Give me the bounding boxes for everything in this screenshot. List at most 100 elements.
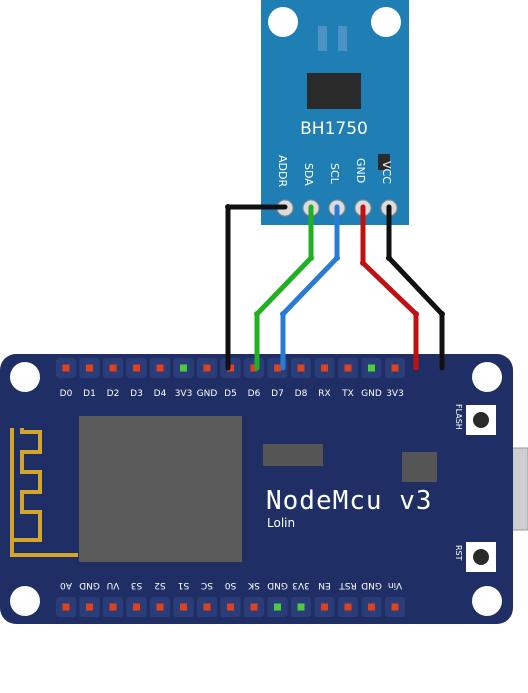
bottom-pin-en[interactable] (321, 603, 328, 611)
wire-bend (334, 255, 340, 261)
top-pin-label-d6: D6 (248, 389, 261, 399)
top-pin-d1[interactable] (86, 364, 93, 372)
bottom-pin-vin[interactable] (391, 603, 399, 611)
bottom-pin-s0[interactable] (227, 603, 234, 611)
wire-bend (254, 311, 260, 317)
bottom-pin-label-gnd: GND (361, 580, 382, 590)
wire-bend (280, 311, 286, 317)
bottom-pin-label-s2: S2 (154, 580, 165, 590)
bottom-pin-s1[interactable] (180, 603, 187, 611)
top-pin-gnd[interactable] (203, 364, 211, 372)
bottom-pin-label-gnd: GND (79, 580, 100, 590)
top-pin-label-d1: D1 (83, 389, 96, 399)
sensor-mount-hole (371, 7, 401, 37)
usb-serial-chip (263, 444, 323, 466)
bottom-pin-label-3v3: 3V3 (292, 580, 310, 590)
bottom-pin-vu[interactable] (109, 603, 117, 611)
bh1750-module: BH1750 ADDR SDA SCL GND VCC (261, 0, 409, 225)
top-pin-rx[interactable] (321, 364, 328, 372)
sensor-pin-label-vcc: VCC (380, 161, 393, 184)
wire-sda-to-d5[interactable] (254, 204, 314, 371)
bottom-pin-header (56, 597, 405, 617)
bottom-pin-gnd[interactable] (368, 603, 375, 611)
flash-button[interactable] (466, 405, 496, 435)
bottom-pin-label-s0: S0 (225, 580, 237, 590)
top-pin-label-d8: D8 (295, 389, 308, 399)
bottom-pin-a0[interactable] (62, 603, 70, 611)
sensor-smd-pad (318, 26, 327, 51)
sensor-smd-component (378, 154, 390, 170)
top-pin-d8[interactable] (297, 364, 305, 372)
wire-bend (413, 311, 419, 317)
top-pin-d7[interactable] (274, 364, 281, 372)
top-pin-label-d2: D2 (107, 389, 120, 399)
sensor-chip (307, 73, 361, 109)
top-pin-3v3[interactable] (180, 364, 187, 372)
top-pin-label-d0: D0 (60, 389, 73, 399)
top-pin-d3[interactable] (133, 364, 140, 372)
bottom-pin-s2[interactable] (156, 603, 164, 611)
bottom-pin-gnd[interactable] (274, 603, 281, 611)
top-pin-d0[interactable] (62, 364, 70, 372)
sensor-pin-label-addr: ADDR (276, 155, 289, 187)
bottom-pin-sc[interactable] (203, 603, 211, 611)
sensor-pin-label-gnd: GND (354, 158, 367, 183)
antenna-trace (10, 428, 78, 557)
wire-bend (386, 255, 392, 261)
top-pin-label-tx: TX (341, 389, 354, 399)
bottom-pin-rst[interactable] (344, 603, 352, 611)
board-mount-hole (10, 362, 40, 392)
sensor-name: BH1750 (300, 119, 368, 139)
top-pin-label-d5: D5 (224, 389, 237, 399)
esp-module-shield (79, 416, 242, 562)
board-mount-hole (10, 586, 40, 616)
top-pin-tx[interactable] (344, 364, 352, 372)
board-mount-hole (472, 362, 502, 392)
wire-junction (225, 204, 231, 210)
rst-button-cap[interactable] (473, 549, 489, 565)
bottom-pin-label-sk: SK (247, 580, 260, 590)
bottom-pin-label-sc: SC (201, 580, 213, 590)
wire-bend (360, 260, 366, 266)
bottom-pin-label-s3: S3 (131, 580, 142, 590)
sensor-pcb (261, 0, 409, 225)
top-pin-label-d3: D3 (130, 389, 143, 399)
board-title: NodeMcu v3 (266, 486, 433, 516)
board-mount-hole (472, 586, 502, 616)
top-pin-label-d4: D4 (154, 389, 167, 399)
wire-vcc-to-3v3[interactable] (386, 204, 445, 371)
top-pin-label-3v3: 3V3 (386, 389, 404, 399)
bottom-pin-label-vu: VU (107, 580, 120, 590)
bottom-pin-label-vin: Vin (388, 580, 402, 590)
wire-scl-to-d6[interactable] (280, 204, 340, 371)
top-pin-label-3v3: 3V3 (175, 389, 193, 399)
top-pin-d6[interactable] (250, 364, 258, 372)
sensor-mount-hole (268, 7, 298, 37)
top-pin-label-gnd: GND (197, 389, 218, 399)
top-pin-d4[interactable] (156, 364, 164, 372)
sensor-pin-label-scl: SCL (328, 163, 341, 185)
bottom-pin-sk[interactable] (250, 603, 258, 611)
bottom-pin-3v3[interactable] (297, 603, 305, 611)
voltage-regulator (402, 452, 437, 482)
wire-gnd-to-gnd[interactable] (360, 204, 419, 371)
board-subtitle: Lolin (267, 516, 295, 530)
top-pin-label-gnd: GND (361, 389, 382, 399)
top-pin-gnd[interactable] (368, 364, 375, 372)
top-pin-label-rx: RX (318, 389, 330, 399)
bottom-pin-s3[interactable] (133, 603, 140, 611)
flash-button-cap[interactable] (473, 412, 489, 428)
bottom-pin-gnd[interactable] (86, 603, 93, 611)
top-pin-d2[interactable] (109, 364, 117, 372)
top-pin-3v3[interactable] (391, 364, 399, 372)
top-pin-label-d7: D7 (271, 389, 284, 399)
top-pin-header (56, 358, 405, 378)
bottom-pin-label-rst: RST (339, 580, 357, 590)
bottom-pin-label-gnd: GND (267, 580, 288, 590)
rst-label: RST (454, 545, 463, 561)
bottom-pin-label-s1: S1 (178, 580, 189, 590)
rst-button[interactable] (466, 542, 496, 572)
